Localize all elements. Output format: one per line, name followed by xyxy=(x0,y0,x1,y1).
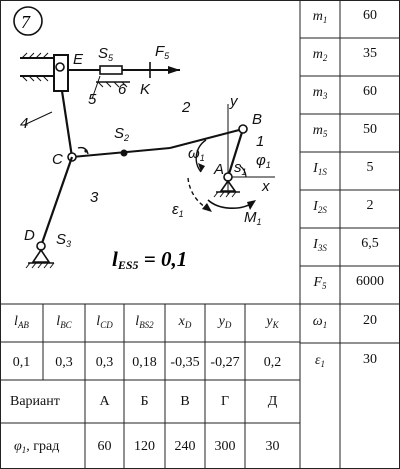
label-c: C xyxy=(52,151,63,168)
variant-row: А Б В Г Д xyxy=(99,394,277,409)
task-number: 7 xyxy=(21,12,31,32)
crank-1 xyxy=(226,128,245,178)
param-name-F5: F5 xyxy=(312,275,327,291)
label-link-4: 4 xyxy=(20,115,28,132)
label-phi1: φ1 xyxy=(256,152,271,170)
label-d: D xyxy=(24,227,35,244)
value-l-BC: 0,3 xyxy=(55,355,73,370)
value-l-AB: 0,1 xyxy=(13,355,31,370)
param-name-m1: m1 xyxy=(313,9,328,25)
length-formula: lES5 = 0,1 xyxy=(112,247,187,272)
label-epsilon1: ε1 xyxy=(172,201,184,219)
bottom-parameter-table: lAB lBC lCD lBS2 xD yD yK 0,1 0,3 0,3 0,18 -0,35 -0,… xyxy=(13,314,282,370)
phi-value-2: 120 xyxy=(134,439,155,454)
label-s3: S3 xyxy=(56,231,71,249)
param-value-m1: 60 xyxy=(363,8,377,23)
label-b: B xyxy=(252,111,262,128)
task-number-circle xyxy=(13,6,43,36)
phi-value-4: 300 xyxy=(215,439,236,454)
variant-3: В xyxy=(180,394,189,409)
param-name-omega1: ω1 xyxy=(313,314,327,330)
value-y-D: -0,27 xyxy=(210,355,239,370)
value-l-BS2: 0,18 xyxy=(132,355,157,370)
label-link-5: 5 xyxy=(88,91,97,108)
label-a: A xyxy=(213,161,224,178)
param-name-epsilon1: ε1 xyxy=(315,353,325,369)
link-4 xyxy=(60,90,74,158)
label-y: y xyxy=(229,93,239,110)
param-value-epsilon1: 30 xyxy=(363,352,377,367)
variant-4: Г xyxy=(221,394,229,409)
phi-label: φ1, град xyxy=(14,439,59,455)
param-value-m3: 60 xyxy=(363,84,377,99)
param-name-m3: m3 xyxy=(313,85,328,101)
label-link-3: 3 xyxy=(90,189,99,206)
phi-value-3: 240 xyxy=(175,439,196,454)
label-omega1: ω1 xyxy=(188,145,205,163)
mechanism-diagram xyxy=(13,6,275,269)
variant-2: Б xyxy=(140,394,148,409)
param-value-omega1: 20 xyxy=(363,313,377,328)
value-l-CD: 0,3 xyxy=(96,355,114,370)
label-x: x xyxy=(261,178,270,195)
param-value-I2S: 2 xyxy=(367,198,374,213)
param-name-m5: m5 xyxy=(313,123,328,139)
header-l-BS2: lBS2 xyxy=(135,314,154,330)
phi-row: 60 120 240 300 30 xyxy=(98,439,280,454)
diagram-labels: 7 E S5 F5 5 6 K 4 2 C S2 y B 1 ω1 A s1 φ… xyxy=(20,12,271,272)
label-s1: s1 xyxy=(234,159,247,177)
label-link-2: 2 xyxy=(181,99,191,116)
header-y-D: yD xyxy=(217,314,232,330)
label-e: E xyxy=(73,51,84,68)
header-l-CD: lCD xyxy=(96,314,113,330)
variant-label: Вариант xyxy=(10,394,60,409)
header-l-BC: lBC xyxy=(56,314,72,330)
phi-value-1: 60 xyxy=(98,439,112,454)
link-2 xyxy=(169,128,244,149)
label-link-1: 1 xyxy=(256,133,264,150)
param-name-I1S: I1S xyxy=(312,161,327,177)
param-value-I3S: 6,5 xyxy=(361,236,379,251)
label-link-6: 6 xyxy=(118,81,127,98)
header-x-D: xD xyxy=(178,314,192,330)
joint-b xyxy=(238,124,248,134)
label-f5: F5 xyxy=(155,43,170,61)
force-arrow-icon xyxy=(168,66,180,74)
label-s2: S2 xyxy=(114,125,129,143)
param-value-m2: 35 xyxy=(363,46,377,61)
value-x-D: -0,35 xyxy=(170,355,199,370)
label-s5: S5 xyxy=(98,45,114,63)
variant-5: Д xyxy=(268,394,278,409)
label-k: K xyxy=(140,81,151,98)
param-value-F5: 6000 xyxy=(356,274,384,289)
header-y-K: yK xyxy=(264,314,279,330)
header-l-AB: lAB xyxy=(14,314,29,330)
param-name-m2: m2 xyxy=(313,47,328,63)
value-y-K: 0,2 xyxy=(264,355,282,370)
variant-1: А xyxy=(99,394,110,409)
param-value-m5: 50 xyxy=(363,122,377,137)
label-m1: M1 xyxy=(244,209,262,227)
slider-block-4 xyxy=(53,54,69,92)
param-value-I1S: 5 xyxy=(367,160,374,175)
phi-value-5: 30 xyxy=(266,439,280,454)
param-name-I2S: I2S xyxy=(312,199,327,215)
param-name-I3S: I3S xyxy=(312,237,327,253)
link-3 xyxy=(39,156,74,247)
